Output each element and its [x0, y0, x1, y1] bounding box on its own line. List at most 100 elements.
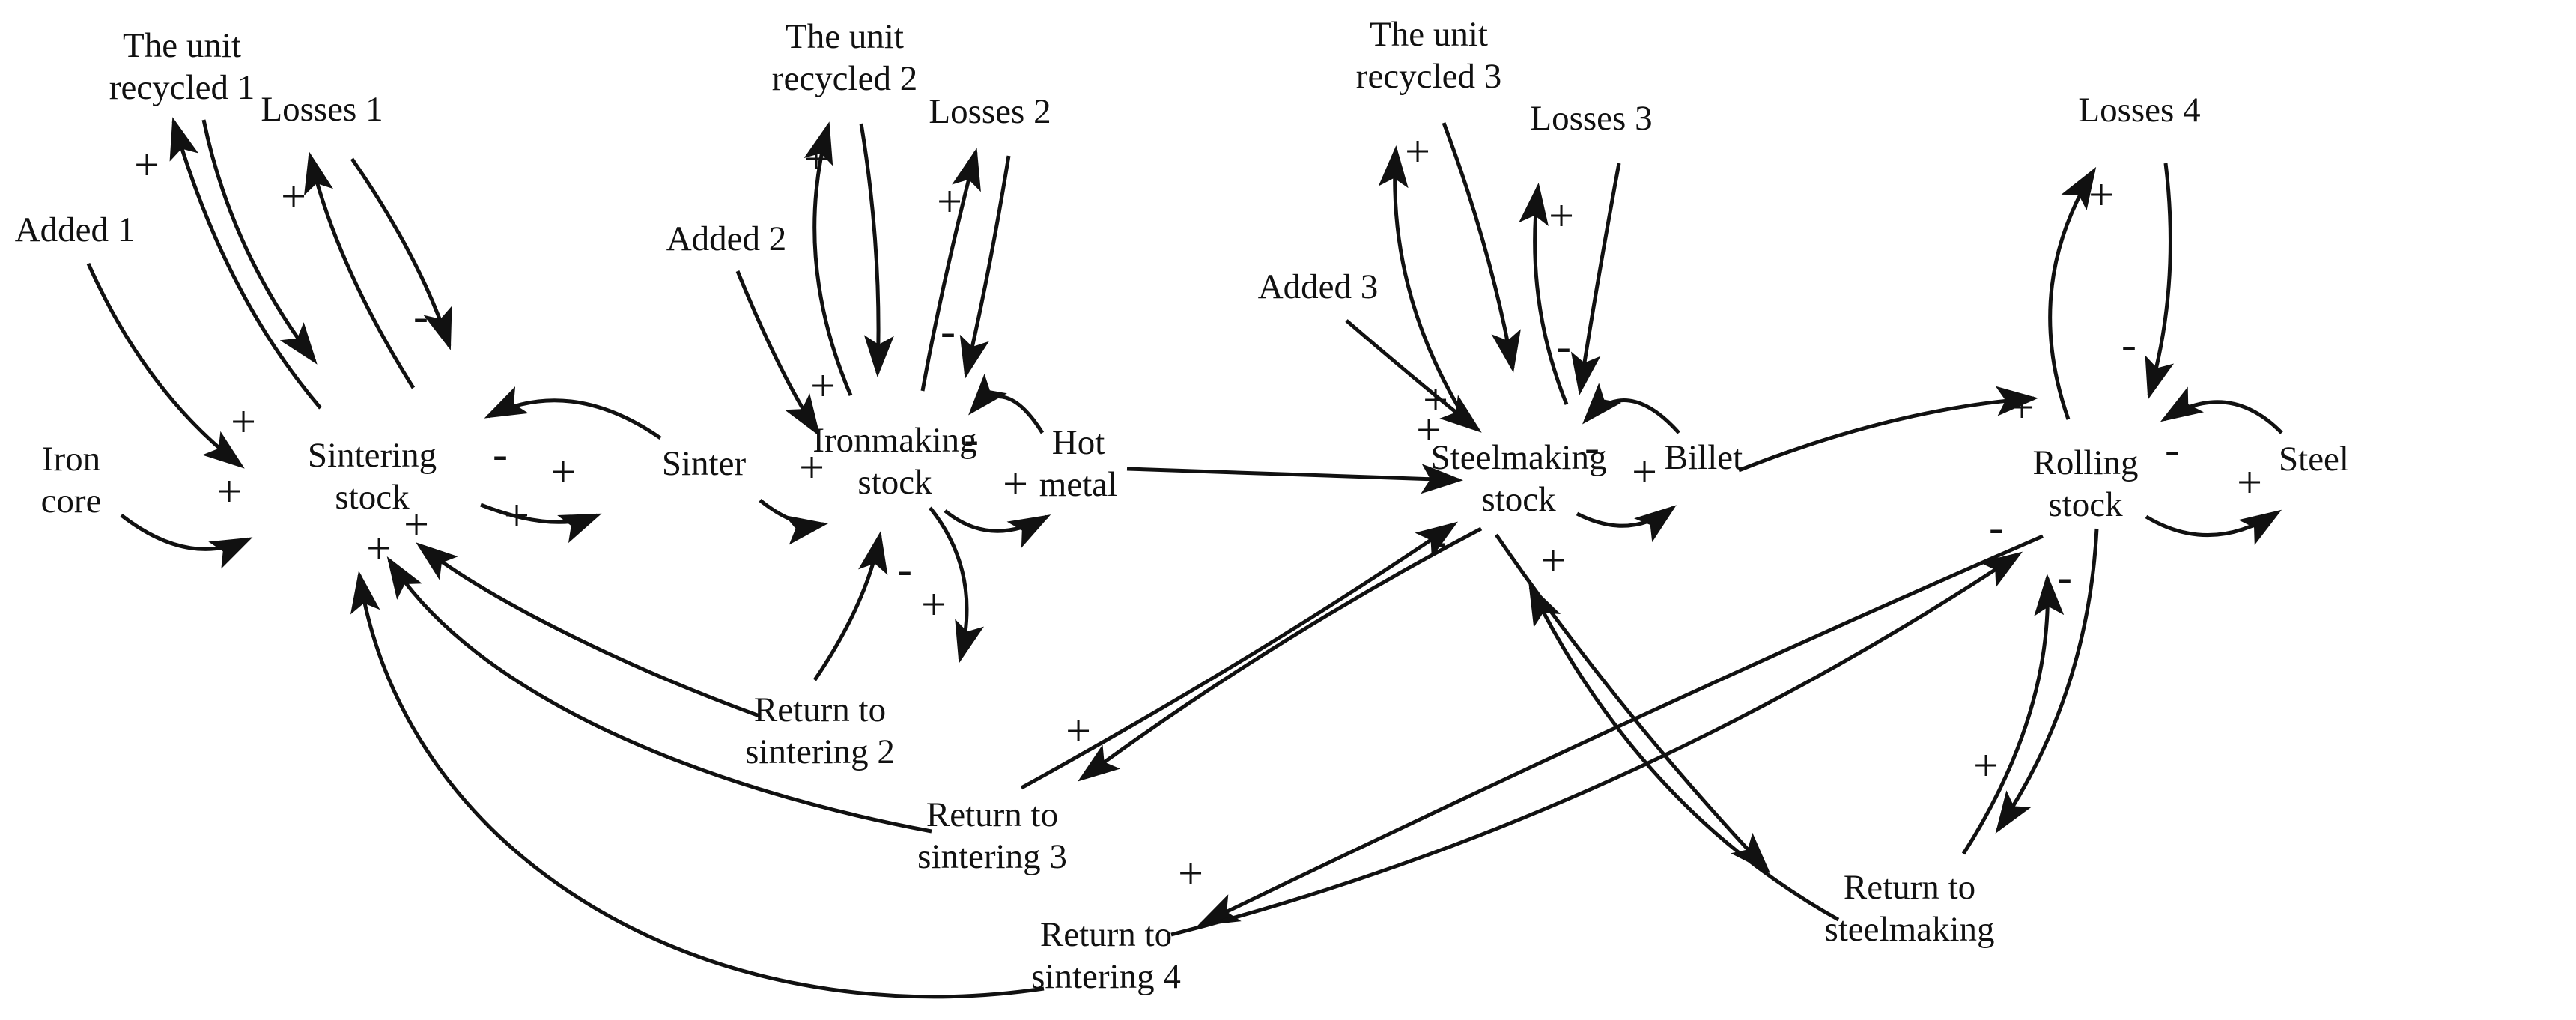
edge-rolling-stock-to-losses-4: [2048, 166, 2097, 420]
sign-sinter-to-ironmaking-stock: +: [799, 443, 824, 492]
node-label-added-3: Added 3: [1258, 267, 1379, 306]
edge-rolling-stock-to-return-sintering-4: [1197, 534, 2044, 926]
sign-steel-to-rolling-stock: -: [2165, 425, 2180, 474]
edge-sinter-to-ironmaking-stock: [759, 499, 828, 545]
sign-losses-4-to-rolling-stock: -: [2121, 320, 2136, 369]
edge-steelmaking-stock-to-unit-recycled-3: [1378, 145, 1462, 412]
edge-sintering-stock-to-losses-1: [304, 151, 416, 389]
node-label-added-1: Added 1: [15, 210, 136, 249]
edge-added-1-to-sintering-stock: [86, 262, 245, 469]
edge-sintering-stock-to-unit-recycled-1: [169, 117, 322, 410]
edge-steelmaking-stock-to-return-sintering-3: [1078, 526, 1483, 782]
edge-return-steelmaking-to-rolling-stock: [1961, 574, 2065, 855]
edge-losses-3-to-steelmaking-stock: [1570, 163, 1621, 395]
edge-return-sintering-3-to-steelmaking-stock: [1020, 521, 1458, 790]
sign-added-2-to-ironmaking-stock: +: [810, 361, 836, 410]
edge-sintering-stock-to-sinter: [480, 503, 602, 544]
edge-return-sintering-2-to-sintering-stock: [416, 542, 760, 718]
sign-rolling-stock-to-losses-4: +: [2089, 170, 2114, 219]
edge-ironmaking-stock-to-return-sintering-2: [929, 506, 984, 664]
edge-ironmaking-stock-to-unit-recycled-2: [804, 121, 853, 396]
edge-steelmaking-stock-to-billet: [1576, 505, 1677, 543]
sign-losses-2-to-ironmaking-stock: -: [941, 306, 956, 356]
sign-ironmaking-stock-to-hot-metal: +: [1003, 459, 1028, 509]
edge-rolling-stock-to-steel: [2145, 509, 2282, 545]
edges-layer: [86, 117, 2283, 999]
sign-return-steelmaking-to-rolling-stock: -: [2057, 552, 2072, 601]
edge-added-2-to-ironmaking-stock: [735, 270, 821, 437]
edge-iron-core-to-sintering-stock: [120, 514, 253, 569]
sign-steelmaking-stock-to-losses-3: +: [1549, 191, 1574, 240]
sign-ironmaking-stock-to-return-sintering-2: +: [921, 580, 947, 629]
sign-ironmaking-stock-to-unit-recycled-2: +: [804, 134, 829, 183]
node-label-losses-4: Losses 4: [2078, 91, 2200, 130]
edge-ironmaking-stock-to-hot-metal: [944, 509, 1051, 548]
edge-return-sintering-4-to-sintering-stock: [350, 571, 1045, 999]
sign-rolling-stock-to-return-steelmaking: +: [1973, 741, 1999, 790]
sign-iron-core-to-sintering-stock: +: [216, 467, 242, 516]
sign-return-sintering-3-to-sintering-stock: +: [404, 500, 429, 549]
node-label-billet: Billet: [1665, 438, 1743, 477]
sign-steelmaking-stock-to-unit-recycled-3: +: [1405, 127, 1430, 176]
edge-steel-to-rolling-stock: [2160, 386, 2283, 434]
sign-ironmaking-stock-to-losses-2: +: [937, 177, 962, 226]
sign-hot-metal-to-ironmaking-stock: -: [964, 414, 979, 464]
polarity-signs-layer: ++++--+++++--++-++++--++-+++--++-+-+++: [134, 127, 2262, 898]
sign-losses-3-to-steelmaking-stock: -: [1556, 321, 1571, 371]
edge-return-sintering-3-to-sintering-stock: [386, 556, 932, 834]
edge-billet-to-rolling-stock: [1738, 386, 2038, 473]
edge-rolling-stock-to-return-steelmaking: [1995, 528, 2099, 834]
sign-sinter-to-sintering-stock: -: [493, 429, 508, 479]
sign-steelmaking-stock-to-return-sintering-3: +: [1066, 706, 1091, 756]
sign-steelmaking-stock-to-billet: +: [1632, 447, 1657, 497]
node-label-sinter: Sinter: [662, 444, 747, 483]
sign-return-sintering-4-to-sintering-stock: +: [366, 523, 392, 573]
node-label-losses-3: Losses 3: [1530, 99, 1652, 138]
sign-return-sintering-2-to-ironmaking-stock: -: [897, 544, 912, 594]
sign-sintering-stock-to-losses-1: +: [281, 171, 306, 221]
edge-losses-1-to-sintering-stock: [350, 157, 452, 350]
edge-return-sintering-2-to-ironmaking-stock: [812, 531, 888, 681]
sign-return-sintering-2-to-sintering-stock: +: [504, 491, 529, 540]
node-label-added-2: Added 2: [666, 219, 787, 258]
sign-return-steelmaking-to-steelmaking-stock: +: [1540, 535, 1566, 585]
edge-losses-4-to-rolling-stock: [2145, 163, 2175, 400]
sign-billet-to-steelmaking-stock: -: [1585, 422, 1600, 472]
edge-unit-recycled-3-to-steelmaking-stock: [1442, 122, 1521, 373]
edge-unit-recycled-1-to-sintering-stock: [201, 119, 318, 365]
sign-hot-metal-to-steelmaking-stock: +: [1416, 405, 1442, 455]
node-label-losses-2: Losses 2: [929, 92, 1051, 131]
edge-hot-metal-to-ironmaking-stock: [968, 374, 1045, 434]
node-label-steel: Steel: [2279, 440, 2349, 479]
sign-return-sintering-3-to-steelmaking-stock: -: [1432, 516, 1447, 565]
sign-losses-1-to-sintering-stock: -: [413, 291, 428, 341]
edge-sinter-to-sintering-stock: [484, 386, 662, 440]
sign-added-3-to-steelmaking-stock: +: [1423, 375, 1448, 425]
sign-rolling-stock-to-steel: +: [2237, 458, 2262, 507]
edge-ironmaking-stock-to-losses-2: [920, 148, 981, 392]
sign-billet-to-rolling-stock: +: [2009, 383, 2035, 432]
node-label-losses-1: Losses 1: [261, 90, 383, 129]
sign-sintering-stock-to-sinter: +: [550, 447, 576, 497]
edge-unit-recycled-2-to-ironmaking-stock: [859, 123, 894, 377]
sign-rolling-stock-to-return-sintering-4: +: [1178, 849, 1203, 898]
edge-losses-2-to-ironmaking-stock: [959, 155, 1011, 379]
sign-return-sintering-4-to-rolling-stock: -: [1989, 503, 2004, 552]
edge-added-3-to-steelmaking-stock: [1345, 319, 1482, 433]
edge-billet-to-steelmaking-stock: [1582, 383, 1680, 434]
edge-return-steelmaking-to-steelmaking-stock: [1528, 583, 1840, 922]
edge-hot-metal-to-steelmaking-stock: [1126, 464, 1463, 494]
